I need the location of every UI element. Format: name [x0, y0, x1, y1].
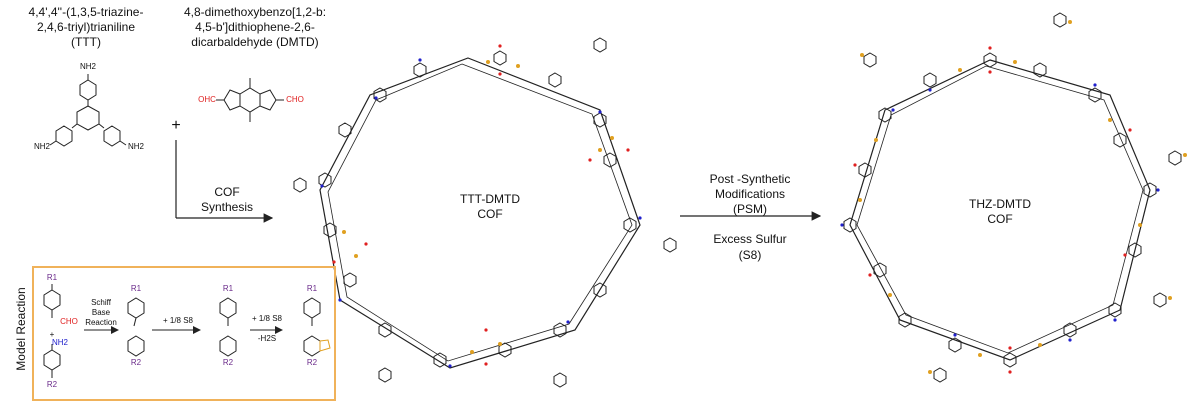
- model-r2-imine: R2: [130, 358, 142, 367]
- dmtd-name-line1: 4,8-dimethoxybenzo[1,2-b:: [183, 5, 327, 19]
- s8-step-label: + 1/8 S8: [162, 316, 194, 325]
- cof1-label-line2: COF: [477, 207, 503, 221]
- schiff-line3: Reaction: [85, 318, 117, 327]
- sulfur-label-line1: Excess Sulfur: [713, 232, 787, 246]
- ttt-name-line1: 4,4',4''-(1,3,5-triazine-: [28, 5, 144, 19]
- schiff-line2: Base: [91, 308, 111, 317]
- model-r1-thiazole: R1: [306, 284, 318, 293]
- psm-label-line2: Modifications: [714, 187, 786, 201]
- model-r2-thioamide: R2: [222, 358, 234, 367]
- dmtd-aldehyde-left: OHC: [198, 95, 216, 104]
- model-r1-left: R1: [46, 273, 58, 282]
- cof-synthesis-label-line2: Synthesis: [200, 200, 254, 214]
- model-plus: +: [49, 330, 55, 339]
- ttt-amine-top: NH2: [79, 62, 96, 71]
- psm-label-line3: (PSM): [733, 202, 767, 216]
- dmtd-structure: [216, 78, 284, 122]
- cof2-label-line2: COF: [987, 212, 1013, 226]
- schiff-line1: Schiff: [91, 298, 111, 307]
- cof-synthesis-label-line1: COF: [214, 185, 240, 199]
- ttt-amine-left: NH2: [33, 142, 50, 151]
- monomer-plus-sign: +: [171, 117, 181, 134]
- dmtd-name-line2: 4,5-b']dithiophene-2,6-: [195, 20, 315, 34]
- model-cho: CHO: [60, 317, 78, 326]
- dmtd-name-line3: dicarbaldehyde (DMTD): [191, 35, 319, 49]
- ttt-dmtd-cof-framework: [293, 37, 677, 388]
- ttt-amine-right: NH2: [127, 142, 144, 151]
- ttt-structure: [49, 74, 127, 147]
- ttt-name-line2: 2,4,6-triyl)trianiline: [36, 20, 136, 34]
- h2s-step-label: -H2S: [257, 334, 277, 343]
- cof1-label-line1: TTT-DMTD: [460, 192, 520, 206]
- model-reaction-box: [32, 266, 336, 401]
- psm-label-line1: Post -Synthetic: [709, 172, 791, 186]
- thz-dmtd-cof-framework: [840, 12, 1187, 383]
- sulfur-label-line2: (S8): [738, 248, 762, 262]
- dmtd-aldehyde-right: CHO: [286, 95, 304, 104]
- model-nh2: NH2: [51, 338, 68, 347]
- ttt-abbr: (TTT): [71, 35, 101, 49]
- model-r2-thiazole: R2: [306, 358, 318, 367]
- model-reaction-structures: [43, 284, 331, 378]
- model-reaction-title: Model Reaction: [14, 287, 28, 371]
- model-r1-imine: R1: [130, 284, 142, 293]
- cof2-label-line1: THZ-DMTD: [969, 197, 1031, 211]
- model-r2-left: R2: [46, 380, 58, 389]
- s8-step-label-2: + 1/8 S8: [251, 314, 283, 323]
- model-r1-thioamide: R1: [222, 284, 234, 293]
